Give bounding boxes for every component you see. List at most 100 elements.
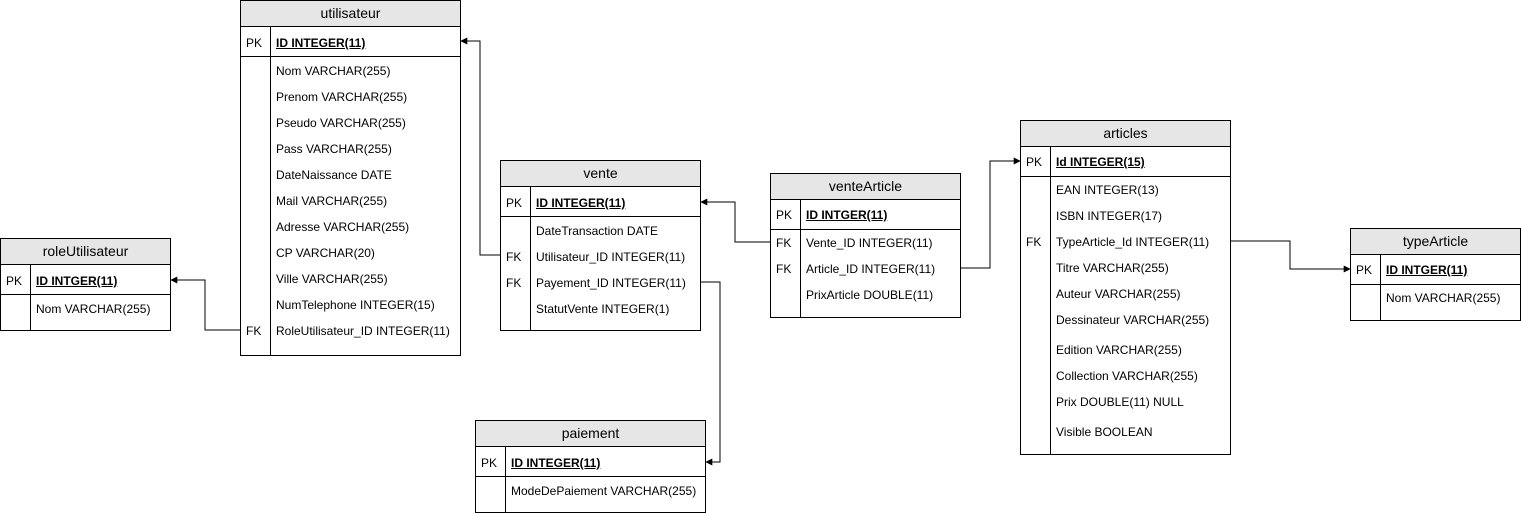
column-name: Titre VARCHAR(255)	[1056, 261, 1169, 275]
column-name: Nom VARCHAR(255)	[36, 302, 151, 316]
table-row: NumTelephone INTEGER(15)	[241, 292, 460, 318]
table-title: vente	[501, 161, 700, 187]
table-title: paiement	[476, 421, 705, 447]
pk-label: PK	[1026, 155, 1043, 169]
table-row: Pass VARCHAR(255)	[241, 136, 460, 162]
key-label: FK	[776, 262, 792, 276]
connector-vente-to-utilisateur	[460, 37, 500, 256]
column-name: ID INTGER(11)	[806, 208, 888, 222]
key-column-divider	[505, 447, 506, 512]
table-row: Dessinateur VARCHAR(255)	[1021, 307, 1230, 333]
key-column-divider	[800, 200, 801, 317]
column-name: ID INTEGER(11)	[511, 456, 601, 470]
table-row: Collection VARCHAR(255)	[1021, 363, 1230, 389]
table-ventearticle[interactable]: venteArticle PK ID INTGER(11) FK Vente_ID…	[770, 173, 961, 318]
key-label: FK	[1026, 235, 1042, 249]
table-row: PK ID INTGER(11)	[1351, 257, 1520, 283]
table-row: PK Id INTEGER(15)	[1021, 149, 1230, 175]
table-paiement[interactable]: paiement PK ID INTEGER(11) ModeDePaiemen…	[475, 420, 706, 513]
table-row: DateNaissance DATE	[241, 162, 460, 188]
pk-divider	[771, 229, 960, 230]
pk-divider	[1351, 284, 1520, 285]
column-name: ID INTGER(11)	[1386, 263, 1468, 277]
table-row: Titre VARCHAR(255)	[1021, 255, 1230, 281]
table-row: Adresse VARCHAR(255)	[241, 214, 460, 240]
column-name: Pseudo VARCHAR(255)	[276, 116, 406, 130]
column-name: NumTelephone INTEGER(15)	[276, 298, 435, 312]
pk-label: PK	[776, 208, 793, 222]
table-row: Visible BOOLEAN	[1021, 419, 1230, 445]
column-name: ID INTEGER(11)	[276, 36, 366, 50]
table-title: venteArticle	[771, 174, 960, 200]
key-column-divider	[270, 27, 271, 355]
table-title: typeArticle	[1351, 229, 1520, 255]
column-name: Utilisateur_ID INTEGER(11)	[536, 250, 686, 264]
column-name: Visible BOOLEAN	[1056, 425, 1153, 439]
table-row: Pseudo VARCHAR(255)	[241, 110, 460, 136]
column-name: Collection VARCHAR(255)	[1056, 369, 1198, 383]
column-name: Nom VARCHAR(255)	[1386, 291, 1501, 305]
connector-ventearticle-to-articles	[960, 157, 1021, 269]
table-row: ISBN INTEGER(17)	[1021, 203, 1230, 229]
table-row: PK ID INTEGER(11)	[241, 30, 460, 56]
table-row: Prix DOUBLE(11) NULL	[1021, 389, 1230, 415]
column-name: Prix DOUBLE(11) NULL	[1056, 395, 1184, 409]
column-name: ISBN INTEGER(17)	[1056, 209, 1163, 223]
connector-utilisateur-to-roleutilisateur	[170, 276, 240, 331]
table-row: EAN INTEGER(13)	[1021, 177, 1230, 203]
key-label: FK	[506, 250, 522, 264]
column-name: ID INTGER(11)	[36, 274, 118, 288]
column-name: Auteur VARCHAR(255)	[1056, 287, 1181, 301]
key-column-divider	[1050, 147, 1051, 454]
table-title: roleUtilisateur	[1, 239, 170, 265]
pk-divider	[476, 476, 705, 477]
table-row: Ville VARCHAR(255)	[241, 266, 460, 292]
table-roleutilisateur[interactable]: roleUtilisateur PK ID INTGER(11) Nom VAR…	[0, 238, 171, 331]
table-row: Auteur VARCHAR(255)	[1021, 281, 1230, 307]
pk-label: PK	[246, 36, 263, 50]
key-label: FK	[776, 236, 792, 250]
column-name: StatutVente INTEGER(1)	[536, 302, 670, 316]
table-row: Nom VARCHAR(255)	[1351, 285, 1520, 311]
table-row: Nom VARCHAR(255)	[241, 58, 460, 84]
table-row: DateTransaction DATE	[501, 218, 700, 244]
table-typearticle[interactable]: typeArticle PK ID INTGER(11) Nom VARCHAR…	[1350, 228, 1521, 321]
table-row: Nom VARCHAR(255)	[1, 296, 170, 322]
pk-divider	[1021, 176, 1230, 177]
table-row: PK ID INTGER(11)	[771, 202, 960, 228]
table-row: PrixArticle DOUBLE(11)	[771, 282, 960, 308]
column-name: EAN INTEGER(13)	[1056, 183, 1159, 197]
table-title: utilisateur	[241, 1, 460, 27]
table-utilisateur[interactable]: utilisateur PK ID INTEGER(11) Nom VARCHA…	[240, 0, 461, 356]
table-row: FK TypeArticle_Id INTEGER(11)	[1021, 229, 1230, 255]
column-name: Ville VARCHAR(255)	[276, 272, 388, 286]
key-column-divider	[1380, 255, 1381, 320]
table-row: StatutVente INTEGER(1)	[501, 296, 700, 322]
pk-divider	[1, 294, 170, 295]
column-name: ModeDePaiement VARCHAR(255)	[511, 484, 697, 498]
table-row: FK Vente_ID INTEGER(11)	[771, 230, 960, 256]
connector-articles-to-typearticle	[1230, 240, 1351, 273]
pk-label: PK	[6, 274, 23, 288]
table-row: Prenom VARCHAR(255)	[241, 84, 460, 110]
table-row: PK ID INTEGER(11)	[476, 450, 705, 476]
key-column-divider	[530, 187, 531, 330]
table-articles[interactable]: articles PK Id INTEGER(15) EAN INTEGER(1…	[1020, 120, 1231, 455]
pk-divider	[501, 216, 700, 217]
table-row: PK ID INTGER(11)	[1, 268, 170, 294]
table-row: PK ID INTEGER(11)	[501, 190, 700, 216]
table-vente[interactable]: vente PK ID INTEGER(11) DateTransaction …	[500, 160, 701, 331]
column-name: Payement_ID INTEGER(11)	[536, 276, 686, 290]
column-name: DateTransaction DATE	[536, 224, 659, 238]
column-name: TypeArticle_Id INTEGER(11)	[1056, 235, 1210, 249]
column-name: Adresse VARCHAR(255)	[276, 220, 410, 234]
table-title: articles	[1021, 121, 1230, 147]
table-row: Edition VARCHAR(255)	[1021, 337, 1230, 363]
column-name: Edition VARCHAR(255)	[1056, 343, 1182, 357]
column-name: Nom VARCHAR(255)	[276, 64, 391, 78]
column-name: Vente_ID INTEGER(11)	[806, 236, 933, 250]
